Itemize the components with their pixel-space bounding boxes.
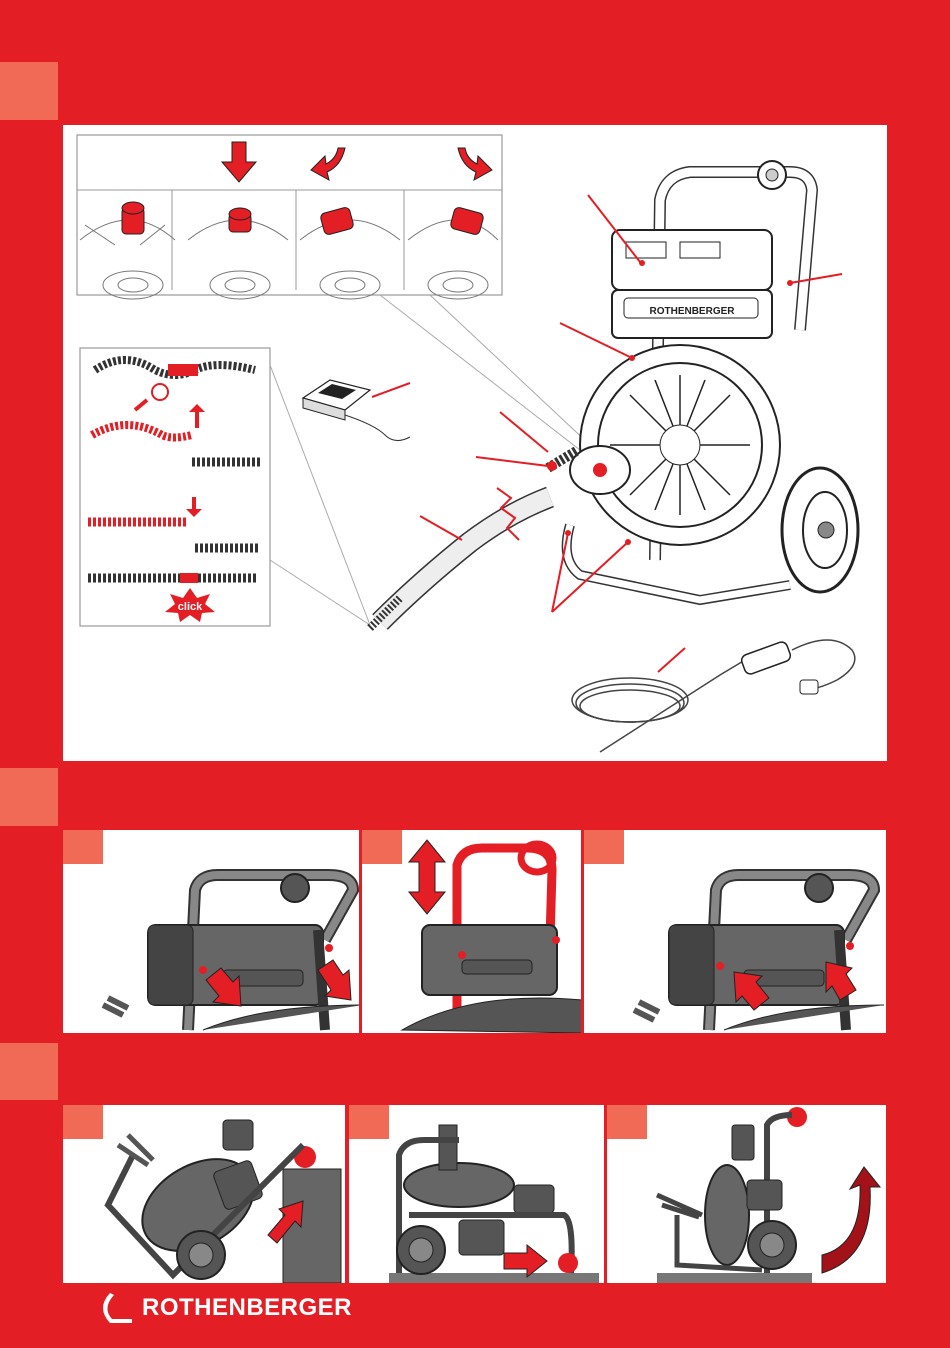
overview-diagram: click [63,125,887,761]
transport-step-3 [607,1105,886,1283]
up-down-arrow-icon [409,840,445,914]
cable-coupling-inset: click [80,348,270,626]
transport-step-2 [349,1105,604,1283]
click-label: click [178,601,203,613]
step-number-marker [63,1105,103,1139]
step-number-marker [349,1105,389,1139]
toolbox-step-1 [63,830,359,1033]
foot-switch [303,380,410,441]
toolbox-step-1-figure [63,830,359,1033]
step-number-marker [607,1105,647,1139]
transport-step-1-figure [63,1105,345,1283]
section-tab-3 [0,1043,58,1100]
drain-cleaning-machine: ROTHENBERGER [476,161,858,672]
push-arrow-icon [504,1245,547,1277]
step-number-marker [362,830,402,864]
overview-panel: click [63,125,887,761]
step-number-marker [63,830,103,864]
transport-step-1 [63,1105,345,1283]
machine-brand-label: ROTHENBERGER [649,306,735,317]
tilt-arrow-icon [822,1167,880,1273]
toolbox-step-2 [362,830,581,1033]
power-cord [572,640,855,752]
brand-swoosh-icon [100,1291,136,1325]
section-tab-2 [0,768,58,826]
section-tab-1 [0,62,58,120]
step-number-marker [584,830,624,864]
guide-hose [370,488,550,628]
toolbox-step-3 [584,830,886,1033]
brand-name: ROTHENBERGER [142,1294,352,1322]
brand-logo: ROTHENBERGER [100,1288,352,1328]
drum-lock-inset [77,135,502,299]
toolbox-step-3-figure [584,830,886,1033]
transport-step-3-figure [607,1105,886,1283]
